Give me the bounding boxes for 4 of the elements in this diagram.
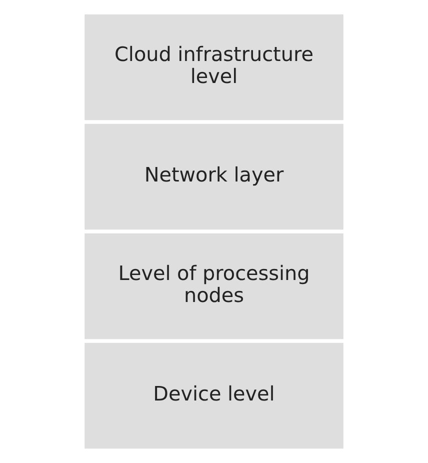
node-box: Level of processing nodes [83, 232, 345, 340]
node-box: Network layer [83, 122, 345, 231]
node-box: Cloud infrastructure level [83, 13, 345, 122]
node-box: Device level [83, 342, 345, 450]
